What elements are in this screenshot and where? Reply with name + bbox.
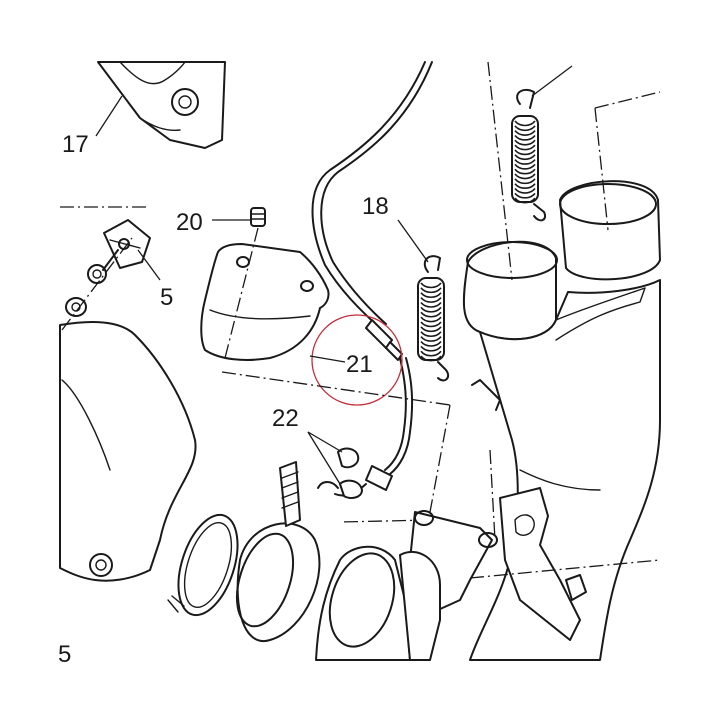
- exhaust-header: [462, 61, 661, 661]
- spring-coil: [514, 144, 536, 151]
- callout-20: 20: [176, 209, 203, 236]
- spring-coil: [514, 134, 536, 141]
- spring-coil: [514, 187, 536, 194]
- callout-18: 18: [362, 193, 389, 220]
- spring-coil: [420, 331, 442, 338]
- spring-coil: [420, 306, 442, 313]
- callouts: 17 20 18 5 21 22 5: [58, 131, 389, 668]
- spring-coil: [420, 311, 442, 318]
- spring-coil: [420, 321, 442, 328]
- part-20-screw: [250, 207, 266, 227]
- callout-5: 5: [160, 284, 173, 311]
- center-lines: [221, 371, 496, 541]
- spring-coil: [420, 345, 442, 352]
- spring-coil: [514, 163, 536, 170]
- highlight-circle: [311, 314, 403, 406]
- exhaust-gasket: [235, 461, 321, 643]
- spring-coil: [514, 120, 536, 127]
- part-17-bracket: [97, 61, 226, 149]
- clip-nut-assembly: [60, 206, 151, 331]
- spring-coil: [420, 297, 442, 303]
- callout-22: 22: [272, 405, 299, 432]
- spring-coil: [420, 336, 442, 342]
- upper-spring: [511, 65, 573, 222]
- spring-coil: [514, 183, 536, 190]
- callout-5-lower: 5: [58, 641, 71, 668]
- spring-coil: [420, 292, 442, 299]
- heat-shield-cover: [200, 227, 330, 361]
- spring-coil: [514, 130, 536, 136]
- exhaust-clamp-ring: [167, 513, 239, 617]
- spring-coil: [514, 178, 536, 185]
- spring-coil: [514, 173, 536, 180]
- leader-lines: [95, 95, 429, 485]
- spring-coil: [420, 287, 442, 294]
- spring-coil: [514, 149, 536, 156]
- spring-coil: [514, 125, 536, 132]
- spring-coil: [514, 159, 536, 165]
- callout-21: 21: [346, 351, 373, 378]
- spring-coil: [420, 301, 442, 308]
- spring-coil: [420, 350, 442, 357]
- spring-coil: [514, 192, 536, 199]
- spring-coil: [514, 139, 536, 146]
- part-22-clamps: [317, 447, 363, 499]
- spring-coil: [514, 154, 536, 161]
- spring-coil: [420, 316, 442, 323]
- spring-coil: [420, 282, 442, 289]
- part-21-cable: [311, 61, 433, 497]
- callout-17: 17: [62, 131, 89, 158]
- wire-hook: [471, 379, 501, 411]
- side-panel: [59, 321, 197, 582]
- spring-coil: [514, 197, 536, 204]
- spring-coil: [420, 340, 442, 347]
- spring-coil: [420, 355, 442, 362]
- silencer-inlet: [315, 545, 441, 661]
- spring-coil: [514, 168, 536, 175]
- part-18-spring: [417, 255, 450, 382]
- spring-coil: [420, 326, 442, 333]
